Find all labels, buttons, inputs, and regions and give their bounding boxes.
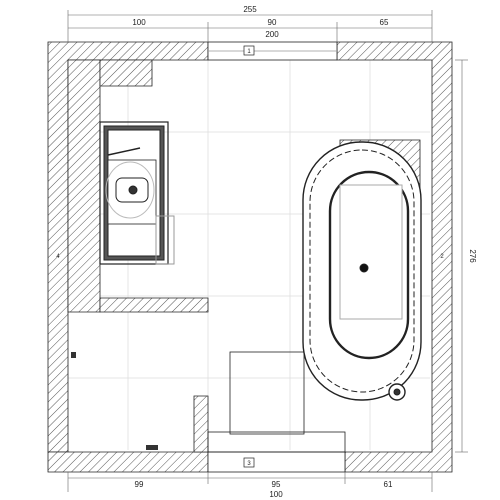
- wall-partition: [99, 297, 209, 313]
- basin-drain: [128, 185, 138, 195]
- dim-top-total: 255: [243, 5, 257, 14]
- tub-drain: [359, 263, 369, 273]
- wall-tag-bottom: 3: [243, 457, 255, 468]
- dim-bottom-seg-3: 61: [384, 480, 393, 489]
- dim-top-seg-2: 90: [268, 18, 277, 27]
- wall-vanity-top: [99, 59, 153, 87]
- dim-top-inner: 200: [265, 30, 279, 39]
- window-top: [207, 41, 338, 61]
- washbasin-vanity: [99, 121, 175, 265]
- floor-element: [229, 351, 305, 435]
- floor-drain: [146, 445, 158, 450]
- freestanding-bathtub: [302, 141, 422, 401]
- wall-tag-right: 2: [440, 254, 444, 260]
- dim-right-height: 276: [468, 249, 477, 263]
- wall-vanity-left: [67, 59, 101, 313]
- wall-door-jamb: [193, 395, 209, 453]
- dim-bottom-total: 100: [269, 490, 283, 499]
- wall-bottom-left: [47, 451, 209, 473]
- dimension-lines: [67, 10, 468, 492]
- svg-text:3: 3: [247, 461, 251, 467]
- dim-bottom-seg-2: 95: [272, 480, 281, 489]
- vanity-cabinet: [155, 215, 175, 265]
- wall-tag-top: 1: [243, 45, 255, 56]
- dim-bottom-seg-1: 99: [135, 480, 144, 489]
- wall-tag-left: 4: [56, 254, 60, 260]
- wall-outlet: [71, 352, 76, 358]
- door-opening: [207, 431, 346, 473]
- dim-top-seg-1: 100: [132, 18, 146, 27]
- svg-text:1: 1: [247, 49, 251, 55]
- dim-top-seg-3: 65: [380, 18, 389, 27]
